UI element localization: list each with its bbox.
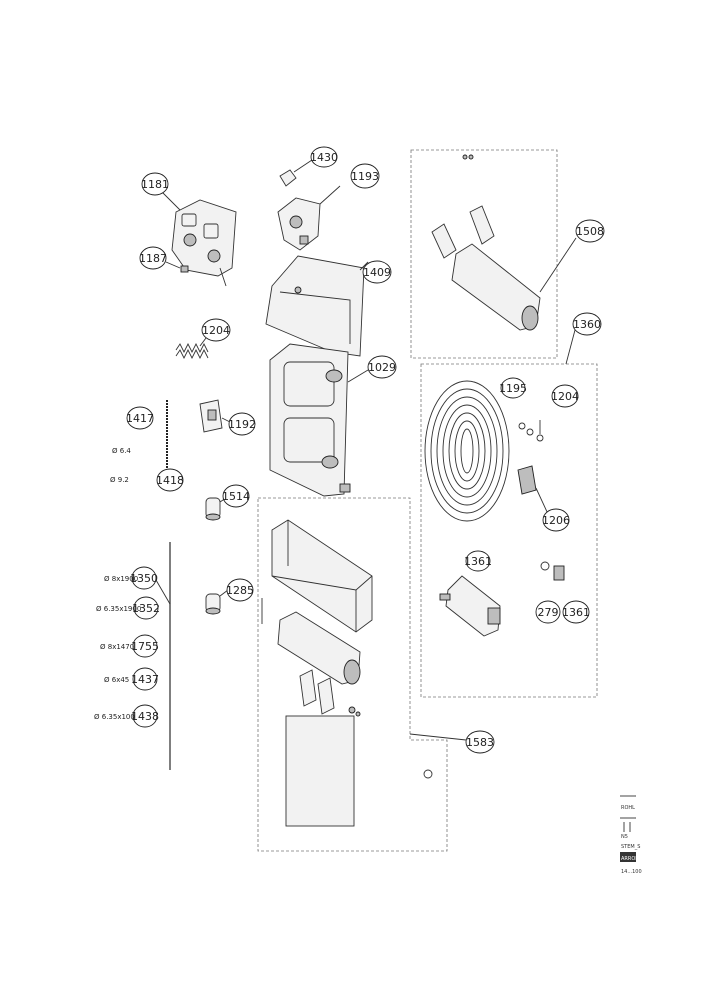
svg-text:1350: 1350	[130, 572, 158, 585]
callout-1755: 1755	[131, 634, 159, 658]
filter-part-1508	[431, 154, 577, 331]
svg-text:1361: 1361	[464, 555, 492, 568]
manifold-part-1181	[161, 191, 237, 287]
filter-cartridge-part	[277, 611, 361, 685]
svg-text:1409: 1409	[363, 266, 391, 279]
svg-text:1430: 1430	[310, 151, 338, 164]
group-box-1508	[410, 149, 558, 359]
group-box-1583	[257, 497, 448, 852]
svg-text:N5: N5	[621, 834, 628, 840]
fitting-part-1285	[205, 589, 229, 615]
callout-1514: 1514	[222, 484, 250, 508]
callout-1195: 1195	[499, 377, 527, 399]
svg-text:1514: 1514	[222, 490, 250, 503]
group-box-1360	[420, 363, 598, 698]
svg-text:1437: 1437	[131, 673, 159, 686]
fitting-part-279	[540, 561, 550, 571]
clips-part	[299, 669, 361, 717]
callout-279: 279	[535, 600, 561, 624]
svg-text:1193: 1193	[351, 170, 379, 183]
svg-text:1029: 1029	[368, 361, 396, 374]
cover-part-1409	[265, 255, 369, 357]
svg-text:1417: 1417	[126, 412, 154, 425]
clip-part-1187	[180, 265, 189, 273]
callout-1437: 1437	[131, 667, 159, 691]
dimension-label-9-2: Ø 9.2	[110, 476, 129, 484]
callout-1204-right: 1204	[551, 384, 579, 408]
callout-1206: 1206	[542, 508, 570, 532]
callout-1192: 1192	[228, 412, 256, 436]
dimension-label-6-4: Ø 6.4	[112, 447, 131, 455]
svg-text:14...100: 14...100	[621, 869, 642, 875]
callout-1430: 1430	[310, 146, 338, 168]
svg-text:1192: 1192	[228, 418, 256, 431]
callout-1204-top: 1204	[201, 318, 231, 342]
svg-text:1583: 1583	[466, 736, 494, 749]
callout-1029: 1029	[367, 355, 397, 379]
callout-1361-bottom: 1361	[562, 600, 590, 624]
svg-text:1195: 1195	[499, 382, 527, 395]
svg-text:1755: 1755	[131, 640, 159, 653]
callout-1193: 1193	[350, 163, 380, 189]
svg-text:1418: 1418	[156, 474, 184, 487]
dimension-label-1352: Ø 6.35x1900	[96, 605, 141, 613]
svg-text:1361: 1361	[562, 606, 590, 619]
callout-1187: 1187	[139, 246, 167, 270]
callout-1361-top: 1361	[464, 550, 492, 572]
svg-text:1508: 1508	[576, 225, 604, 238]
svg-text:1204: 1204	[551, 390, 579, 403]
svg-text:1181: 1181	[141, 178, 169, 191]
svg-text:ROHL: ROHL	[621, 805, 635, 811]
callout-1360: 1360	[572, 312, 602, 336]
callout-1417: 1417	[126, 406, 154, 430]
cap-part-1430	[279, 159, 313, 187]
callout-1285: 1285	[226, 578, 254, 602]
callout-1583: 1583	[465, 730, 495, 754]
callout-1438: 1438	[131, 704, 159, 728]
valve-part-1193	[277, 185, 341, 251]
dimension-label-1438: Ø 6.35x100	[94, 713, 135, 721]
housing-part-1029	[269, 343, 369, 497]
fitting-part-1204b	[518, 420, 544, 442]
fitting-part-1361b	[553, 565, 565, 581]
svg-text:1206: 1206	[542, 514, 570, 527]
fitting-part-1206	[517, 465, 549, 515]
svg-text:1360: 1360	[573, 318, 601, 331]
callout-1508: 1508	[575, 219, 605, 243]
title-block: ROHL N5 STEM_S ARRONDI 14...100	[620, 795, 644, 875]
bracket-part-1192	[199, 399, 231, 433]
svg-text:STEM_S: STEM_S	[621, 844, 640, 850]
dimension-label-1437: Ø 6x45	[104, 676, 129, 684]
svg-text:279: 279	[538, 606, 559, 619]
washer-part	[423, 769, 433, 779]
callout-1352: 1352	[132, 596, 160, 620]
dimension-label-1350: Ø 8x1900	[104, 575, 138, 583]
callout-1409: 1409	[362, 260, 392, 284]
pump-part-1361	[439, 575, 501, 637]
dimension-label-1755: Ø 8x1470	[100, 643, 134, 651]
callout-1418: 1418	[156, 468, 184, 492]
box-part	[271, 519, 373, 633]
svg-text:1285: 1285	[226, 584, 254, 597]
svg-text:1204: 1204	[202, 324, 230, 337]
coil-part-1195	[424, 380, 510, 522]
svg-text:1187: 1187	[139, 252, 167, 265]
rod-part-1417	[165, 400, 169, 480]
svg-text:1438: 1438	[131, 710, 159, 723]
callout-1350: 1350	[130, 566, 158, 590]
leaflet-part	[285, 715, 355, 827]
callout-1181: 1181	[141, 172, 169, 196]
svg-text:ARRONDI: ARRONDI	[621, 856, 644, 862]
spring-part-1204	[175, 337, 209, 360]
svg-text:1352: 1352	[132, 602, 160, 615]
